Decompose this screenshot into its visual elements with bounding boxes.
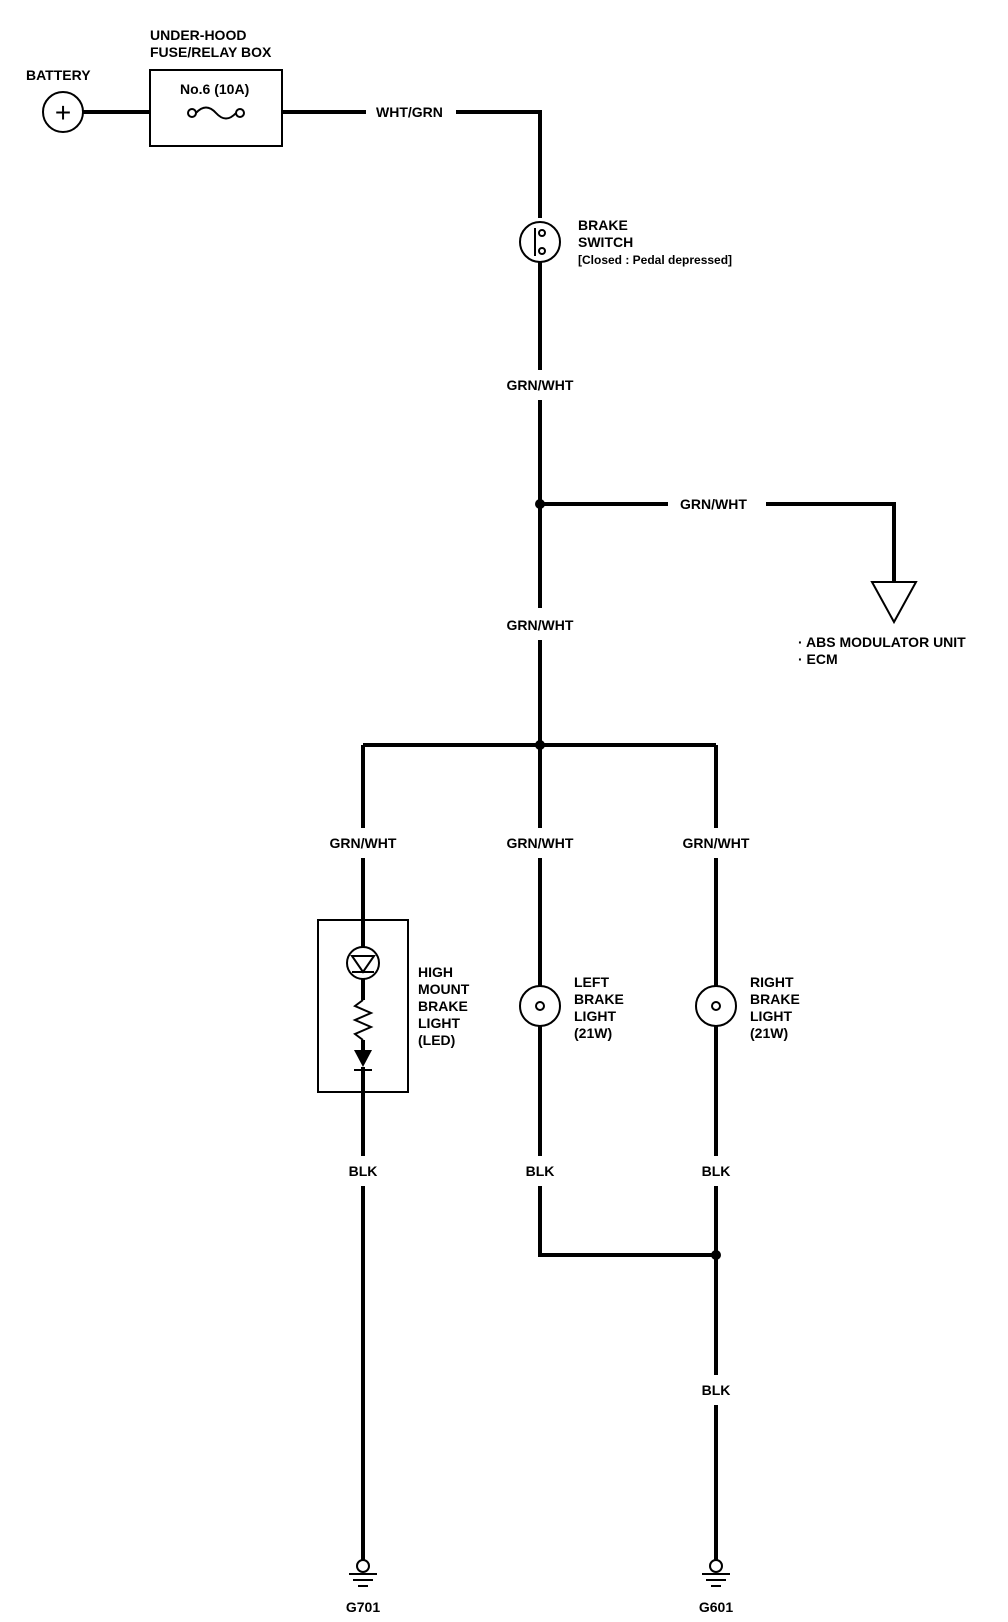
- led-symbol: [346, 946, 380, 980]
- wire-label-blk-high-mount: BLK: [349, 1163, 378, 1179]
- left-light-label-line3: LIGHT: [574, 1008, 616, 1024]
- abs-target-line2: · ECM: [798, 651, 838, 667]
- left-light-label-line1: LEFT: [574, 974, 609, 990]
- wire-label-grn-wht-trunk: GRN/WHT: [507, 617, 574, 633]
- ground-g701-symbol: [349, 1559, 377, 1587]
- left-bulb-symbol: [519, 985, 561, 1027]
- diode-symbol: [354, 1050, 372, 1067]
- ground-g601-label: G601: [699, 1599, 733, 1615]
- wire-label-grn-wht-abs: GRN/WHT: [680, 496, 747, 512]
- wire-left-blk-b: [538, 1186, 716, 1257]
- wire-label-grn-wht-right: GRN/WHT: [683, 835, 750, 851]
- wire-label-grn-wht-high-mount: GRN/WHT: [330, 835, 397, 851]
- wire-label-blk-ground: BLK: [702, 1382, 731, 1398]
- resistor-symbol: [352, 999, 374, 1041]
- wire-abs-branch-b: [766, 502, 896, 582]
- left-light-label-line2: BRAKE: [574, 991, 624, 1007]
- left-light-label-line4: (21W): [574, 1025, 612, 1041]
- brake-switch-contacts: [534, 228, 546, 256]
- brake-switch-label-line1: BRAKE: [578, 217, 628, 233]
- abs-connector-arrow: [870, 581, 918, 625]
- right-light-label-line4: (21W): [750, 1025, 788, 1041]
- wire-fuse-out-b: [456, 110, 542, 218]
- high-mount-label-line3: BRAKE: [418, 998, 468, 1014]
- brake-switch-symbol: [519, 221, 561, 263]
- wire-label-blk-left: BLK: [526, 1163, 555, 1179]
- brake-switch-label-line2: SWITCH: [578, 234, 633, 250]
- wire-label-grn-wht-switch-out: GRN/WHT: [507, 377, 574, 393]
- ground-g601-symbol: [702, 1559, 730, 1587]
- fuse-label: No.6 (10A): [180, 81, 249, 97]
- abs-target-line1: · ABS MODULATOR UNIT: [798, 634, 966, 650]
- fuse-box: [149, 69, 283, 147]
- fuse-box-title-line2: FUSE/RELAY BOX: [150, 44, 272, 60]
- wire-label-blk-right: BLK: [702, 1163, 731, 1179]
- right-bulb-symbol: [695, 985, 737, 1027]
- right-light-label-line2: BRAKE: [750, 991, 800, 1007]
- ground-g701-label: G701: [346, 1599, 380, 1615]
- high-mount-label-line4: LIGHT: [418, 1015, 460, 1031]
- right-light-label-line1: RIGHT: [750, 974, 794, 990]
- wire-label-grn-wht-left: GRN/WHT: [507, 835, 574, 851]
- right-light-label-line3: LIGHT: [750, 1008, 792, 1024]
- wire-label-wht-grn: WHT/GRN: [376, 104, 443, 120]
- fuse-box-title-line1: UNDER-HOOD: [150, 27, 246, 43]
- high-mount-label-line5: (LED): [418, 1032, 455, 1048]
- high-mount-label-line2: MOUNT: [418, 981, 470, 997]
- battery-plus-sign: +: [55, 97, 71, 128]
- high-mount-label-line1: HIGH: [418, 964, 453, 980]
- fuse-symbol: [187, 106, 245, 120]
- brake-switch-label-line3: [Closed : Pedal depressed]: [578, 253, 732, 267]
- battery-label: BATTERY: [26, 67, 91, 83]
